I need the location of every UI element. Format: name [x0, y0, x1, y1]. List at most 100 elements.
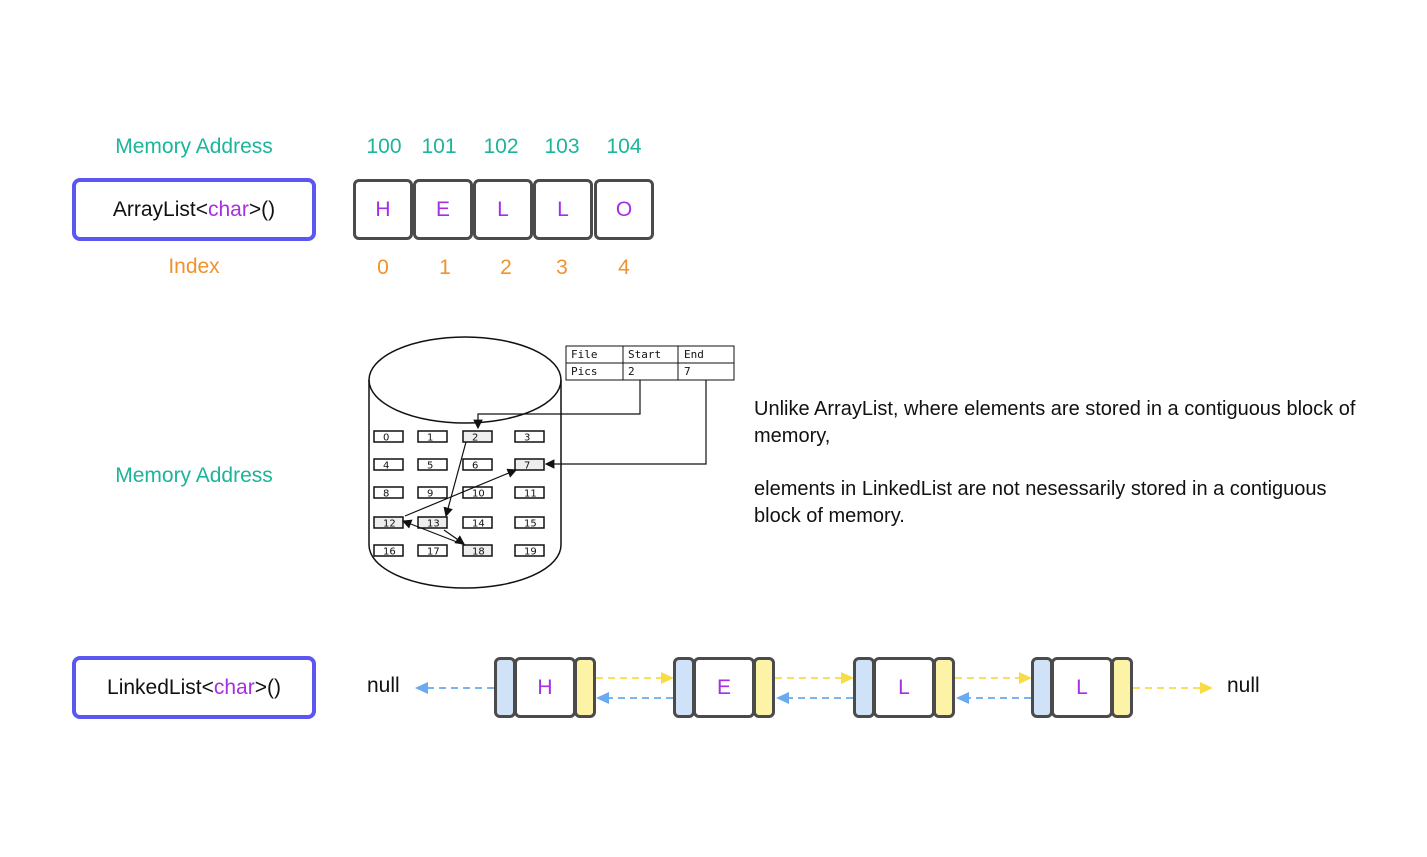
description-line-1: Unlike ArrayList, where elements are sto…: [754, 398, 1356, 447]
end-pointer-line: [544, 380, 707, 469]
disk-block-label: 18: [472, 547, 485, 558]
arraylist-memory-address-label: Memory Address: [115, 135, 273, 158]
disk-block-label: 8: [383, 489, 389, 500]
linkedlist-class-box: LinkedList<char>(): [72, 656, 316, 719]
prev-pointer: [853, 657, 875, 718]
description-line-2: elements in LinkedList are not nesessari…: [754, 478, 1327, 527]
disk-block: [417, 458, 448, 471]
disk-block: [462, 516, 493, 529]
table-header-file: File: [571, 348, 598, 361]
prev-pointer: [1031, 657, 1053, 718]
next-pointer: [1111, 657, 1133, 718]
disk-block-label: 6: [472, 461, 478, 472]
table-cell-start: 2: [628, 365, 635, 378]
disk-block: [373, 544, 404, 557]
linkedlist-memory-address-label: Memory Address: [115, 464, 273, 487]
disk-block: [373, 486, 404, 499]
array-cell: O: [594, 179, 654, 240]
array-index: 2: [500, 256, 512, 279]
disk-block: [514, 458, 545, 471]
table-header-start: Start: [628, 348, 661, 361]
disk-block-label: 9: [427, 489, 433, 500]
array-cell: L: [473, 179, 533, 240]
linked-node: H: [494, 657, 596, 718]
array-index: 3: [556, 256, 568, 279]
arraylist-index-label: Index: [168, 255, 220, 278]
table-cell-end: 7: [684, 365, 691, 378]
disk-block: [373, 430, 404, 443]
array-index: 1: [439, 256, 451, 279]
prev-pointer: [673, 657, 695, 718]
disk-block-label: 19: [524, 547, 537, 558]
array-index: 0: [377, 256, 389, 279]
disk-block-label: 13: [427, 519, 440, 530]
node-value: L: [1051, 657, 1113, 718]
memory-address-101: 101: [421, 135, 457, 158]
node-value: L: [873, 657, 935, 718]
disk-block-label: 1: [427, 433, 433, 444]
array-cell: H: [353, 179, 413, 240]
arraylist-class-type: char: [208, 197, 249, 221]
chain-arrow: [401, 519, 463, 545]
array-index: 4: [618, 256, 630, 279]
disk-block: [462, 430, 493, 443]
start-pointer-line: [473, 380, 641, 430]
disk-block-label: 11: [524, 489, 537, 500]
disk-block-label: 10: [472, 489, 485, 500]
disk-cylinder: [368, 336, 562, 589]
memory-address-103: 103: [544, 135, 580, 158]
memory-address-104: 104: [606, 135, 642, 158]
disk-block-label: 16: [383, 547, 396, 558]
disk-block: [462, 458, 493, 471]
array-cell: E: [413, 179, 473, 240]
next-pointer: [933, 657, 955, 718]
disk-block-label: 2: [472, 433, 478, 444]
table-header-end: End: [684, 348, 704, 361]
next-pointer: [574, 657, 596, 718]
disk-block-label: 17: [427, 547, 440, 558]
array-cell: L: [533, 179, 593, 240]
arraylist-class-prefix: ArrayList<: [112, 197, 208, 221]
disk-block-label: 5: [427, 461, 433, 472]
chain-arrow: [404, 468, 518, 517]
next-pointer: [753, 657, 775, 718]
table-cell-file: Pics: [571, 365, 598, 378]
disk-block: [514, 516, 545, 529]
prev-pointer: [494, 657, 516, 718]
disk-block: [514, 486, 545, 499]
disk-block-label: 4: [383, 461, 389, 472]
linked-node: L: [853, 657, 955, 718]
disk-block-label: 3: [524, 433, 530, 444]
disk-block: [514, 430, 545, 443]
null-left: null: [367, 674, 400, 697]
file-allocation-table: [565, 345, 735, 381]
linked-node: E: [673, 657, 775, 718]
linked-node: L: [1031, 657, 1133, 718]
null-right: null: [1227, 674, 1260, 697]
chain-arrow: [443, 529, 465, 545]
disk-block-label: 14: [472, 519, 485, 530]
node-value: H: [514, 657, 576, 718]
disk-block: [417, 430, 448, 443]
disk-block: [417, 544, 448, 557]
memory-address-102: 102: [483, 135, 519, 158]
disk-block: [514, 544, 545, 557]
linkedlist-class-prefix: LinkedList<: [107, 675, 214, 699]
chain-arrow: [443, 441, 467, 518]
arrowheads: [415, 672, 1213, 704]
arraylist-class-suffix: >(): [248, 197, 276, 221]
node-value: E: [693, 657, 755, 718]
arraylist-class-box: ArrayList<char>(): [72, 178, 316, 241]
disk-block: [417, 516, 448, 529]
disk-block: [373, 458, 404, 471]
disk-block-label: 15: [524, 519, 537, 530]
linkedlist-class-suffix: >(): [254, 675, 281, 699]
memory-address-100: 100: [366, 135, 402, 158]
disk-block-label: 0: [383, 433, 389, 444]
linkedlist-class-type: char: [213, 675, 255, 699]
disk-block: [462, 544, 493, 557]
disk-block-label: 7: [524, 461, 530, 472]
disk-block: [417, 486, 448, 499]
disk-block-label: 12: [383, 519, 396, 530]
